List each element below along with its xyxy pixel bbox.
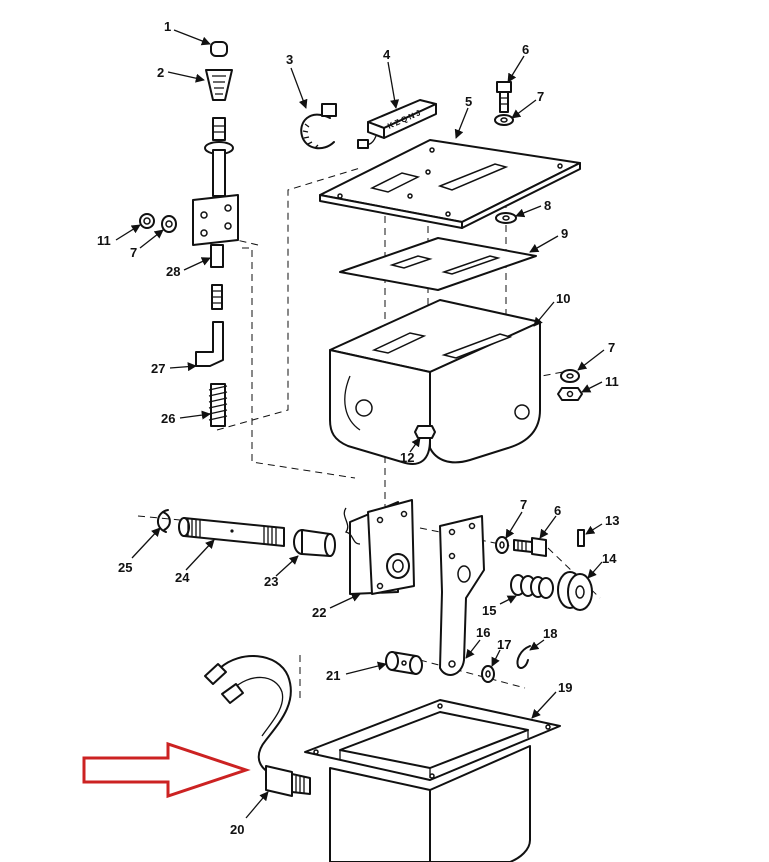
part-24-shaft (178, 517, 285, 547)
callout-23: 23 (264, 574, 278, 589)
callout-leaders (115, 29, 605, 819)
callout-8: 8 (544, 198, 551, 213)
part-20-sensor-cable (204, 655, 311, 797)
control-rod-assembly (204, 117, 234, 197)
part-13-pin (577, 529, 585, 547)
callout-20: 20 (230, 822, 244, 837)
callout-28: 28 (166, 264, 180, 279)
callout-1: 1 (164, 19, 171, 34)
threaded-stud (211, 284, 223, 310)
part-14-pulley (557, 571, 593, 611)
part-11-nut-left (139, 213, 155, 229)
part-6-bolt-top (496, 81, 512, 113)
part-8-washer (495, 212, 517, 224)
part-7-washer-middle (495, 536, 509, 554)
callout-6b: 6 (554, 503, 561, 518)
part-4-switch-block: KZQNJ (357, 99, 437, 149)
callout-7d: 7 (520, 497, 527, 512)
callout-24: 24 (175, 570, 190, 585)
callout-7a: 7 (537, 89, 544, 104)
part-1-cap (210, 41, 228, 57)
callout-labels: 1 2 3 4 5 6 7 8 9 10 11 7 28 27 26 7 11 … (97, 19, 619, 837)
callout-3: 3 (286, 52, 293, 67)
part-3-clip (300, 103, 337, 150)
callout-11b: 11 (605, 374, 619, 389)
part-23-bushing (293, 529, 336, 557)
callout-18: 18 (543, 626, 557, 641)
callout-15: 15 (482, 603, 496, 618)
callout-26: 26 (161, 411, 175, 426)
callout-25: 25 (118, 560, 132, 575)
part-6-bolt-middle (513, 537, 547, 557)
part-18-cotter-pin (516, 645, 531, 669)
part-21-roller (385, 651, 423, 675)
callout-16: 16 (476, 625, 490, 640)
callout-21: 21 (326, 668, 340, 683)
callout-27: 27 (151, 361, 165, 376)
part-7-washer-right (560, 369, 580, 383)
part-17-washer (481, 665, 495, 683)
callout-7c: 7 (608, 340, 615, 355)
highlight-arrow (82, 741, 251, 799)
callout-2: 2 (157, 65, 164, 80)
part-7-washer-left (161, 215, 177, 233)
part-25-retaining-ring (157, 509, 171, 533)
part-10-mounting-bracket (329, 299, 541, 465)
callout-19: 19 (558, 680, 572, 695)
part-26-spring (208, 383, 228, 427)
callout-7b: 7 (130, 245, 137, 260)
callout-12: 12 (400, 450, 414, 465)
callout-13: 13 (605, 513, 619, 528)
callout-6a: 6 (522, 42, 529, 57)
callout-5: 5 (465, 94, 472, 109)
part-16-lever-arm (439, 515, 485, 676)
part-11-nut-right (557, 387, 583, 401)
part-2-knob (205, 69, 233, 101)
callout-4: 4 (383, 47, 391, 62)
part-5-top-plate (319, 139, 581, 229)
callout-22: 22 (312, 605, 326, 620)
part-7-washer-top (494, 114, 514, 126)
part-9-gasket (339, 237, 537, 291)
callout-11a: 11 (97, 233, 111, 248)
part-22-switch-mount (343, 499, 415, 595)
callout-17: 17 (497, 637, 511, 652)
part-28-clevis (192, 194, 239, 268)
part-19-housing (304, 699, 561, 862)
callout-10: 10 (556, 291, 570, 306)
part-27-bracket (195, 321, 224, 367)
part-12-nut (414, 425, 436, 439)
callout-9: 9 (561, 226, 568, 241)
callout-14: 14 (602, 551, 617, 566)
part-15-spring (510, 574, 554, 599)
